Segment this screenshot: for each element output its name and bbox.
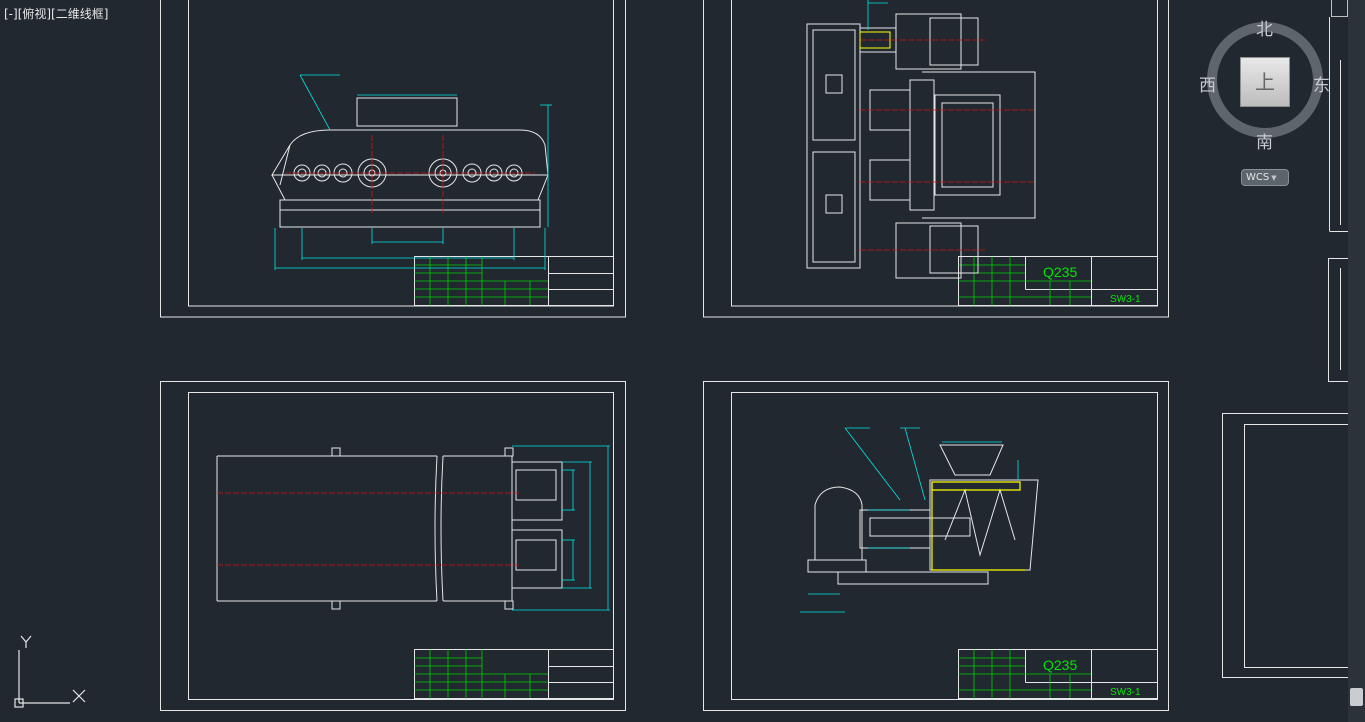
viewcube-ring[interactable] (1207, 22, 1323, 138)
material-label-1: Q235 (1043, 264, 1077, 280)
drawing-sheet-section-view[interactable] (703, 381, 1169, 711)
wcs-label: WCS (1246, 172, 1270, 183)
scrollbar-thumb[interactable] (1350, 688, 1363, 706)
wcs-menu-button[interactable]: WCS▼ (1241, 169, 1289, 186)
drawing-number-1: SW3-1 (1110, 294, 1141, 305)
partial-sheet-right-3[interactable] (1222, 413, 1363, 678)
viewport-controls-label[interactable]: [-][俯视][二维线框] (4, 7, 109, 21)
chevron-down-icon: ▼ (1271, 174, 1277, 182)
ucs-icon (14, 635, 86, 708)
corner-button[interactable] (1331, 0, 1348, 17)
vertical-scrollbar[interactable] (1348, 0, 1365, 722)
drawing-sheet-top-view[interactable] (703, 0, 1169, 318)
viewcube-south[interactable]: 南 (1256, 133, 1273, 153)
partial-sheet-right-1[interactable] (1329, 17, 1349, 232)
material-label-2: Q235 (1043, 657, 1077, 673)
drawing-number-2: SW3-1 (1110, 687, 1141, 698)
viewcube-north[interactable]: 北 (1256, 20, 1273, 40)
viewcube-top-face[interactable]: 上 (1240, 57, 1290, 107)
viewcube-west[interactable]: 西 (1199, 76, 1216, 96)
drawing-sheet-front-view[interactable] (160, 0, 626, 318)
drawing-sheet-plan-view[interactable] (160, 381, 626, 711)
viewcube-east[interactable]: 东 (1313, 76, 1330, 96)
